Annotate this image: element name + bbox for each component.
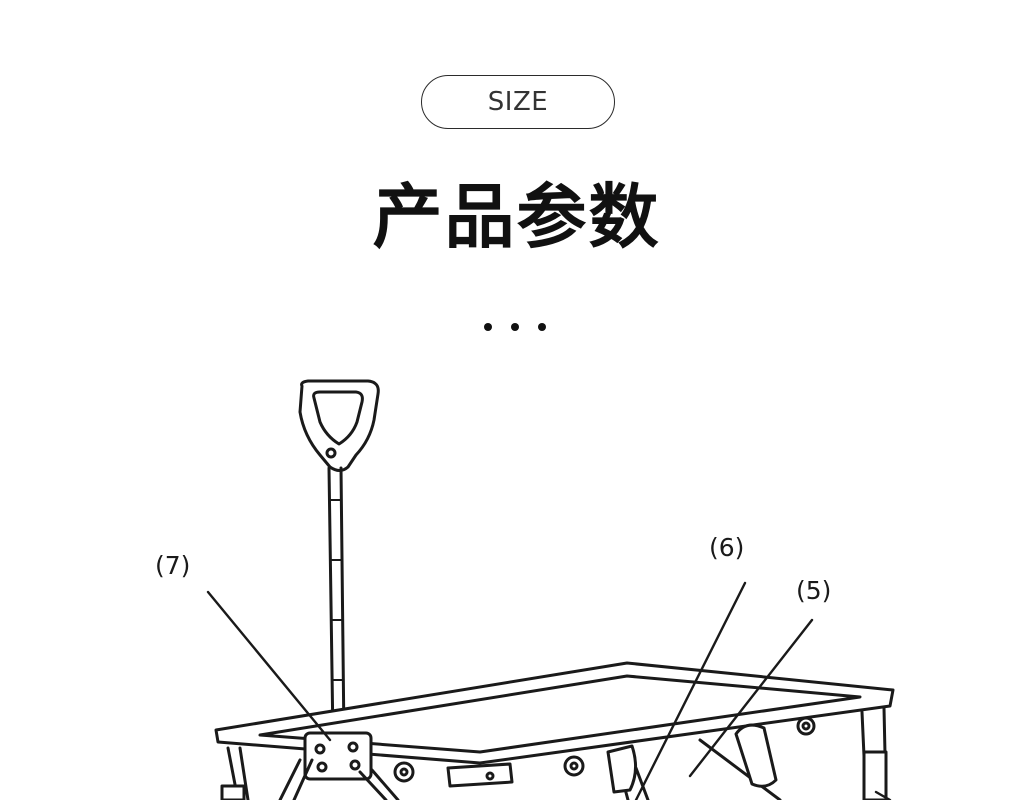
size-label: SIZE <box>487 87 549 117</box>
handle-grip <box>298 379 380 472</box>
page-title: 产品参数 <box>372 175 661 258</box>
legs-and-bracing <box>220 706 888 800</box>
handle-joint <box>303 731 373 781</box>
callout-label-5: (5) <box>796 576 832 605</box>
size-badge: SIZE <box>421 75 615 129</box>
callout-leaders <box>206 581 892 800</box>
callout-label-6: (6) <box>709 533 745 562</box>
handle-shaft <box>327 466 346 742</box>
ellipsis-divider <box>484 323 550 335</box>
callout-label-7: (7) <box>155 551 191 580</box>
